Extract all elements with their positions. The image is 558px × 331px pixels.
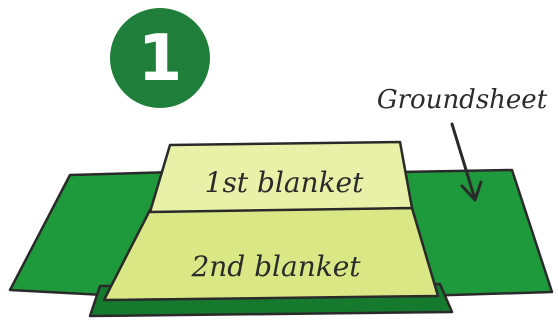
step-badge: 1 [110, 8, 210, 108]
groundsheet-arrow [450, 122, 483, 202]
groundsheet-arrow-head [460, 180, 483, 202]
groundsheet [8, 168, 554, 318]
step-badge-circle [110, 8, 210, 108]
step-number: 1 [138, 22, 183, 96]
groundsheet-arrow-shaft [450, 122, 476, 198]
second-blanket-label: 2nd blanket [190, 250, 361, 283]
groundsheet-label: Groundsheet [377, 85, 548, 115]
first-blanket [148, 140, 414, 214]
first-blanket-label: 1st blanket [205, 166, 364, 199]
